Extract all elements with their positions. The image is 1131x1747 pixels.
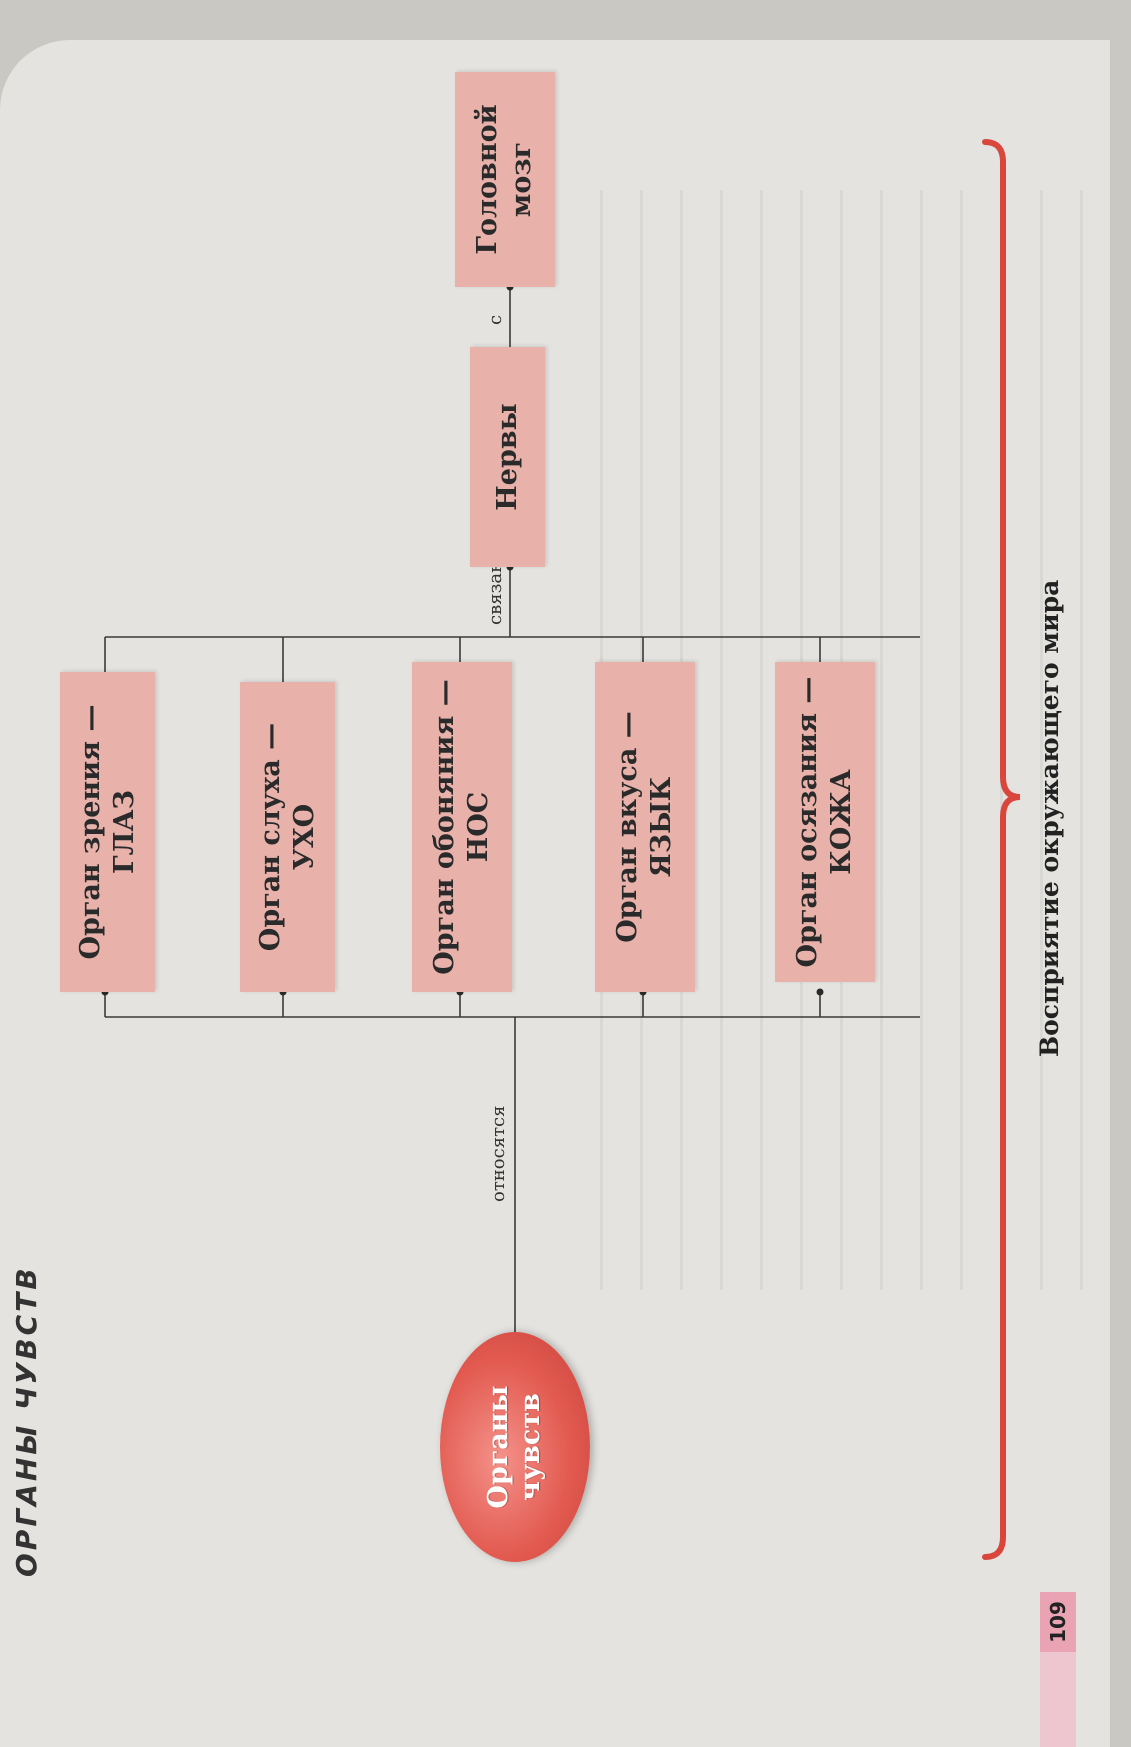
organ-box-nose: Орган обоняния — НОС (412, 662, 512, 992)
organ-label-nose: Орган обоняния — НОС (429, 679, 494, 975)
sense-organs-label: Органы чувств (483, 1385, 546, 1509)
perception-caption: Восприятие окружающего мира (1035, 579, 1064, 1057)
organ-label-tongue: Орган вкуса — ЯЗЫК (612, 711, 677, 943)
organ-box-skin: Орган осязания — КОЖА (775, 662, 875, 982)
connector-lines (101, 139, 1021, 1560)
brain-box: Головной мозг (455, 72, 555, 287)
organ-label-eye: Орган зрения — ГЛАЗ (74, 704, 140, 960)
organ-label-ear: Орган слуха — УХО (254, 722, 320, 952)
nerves-label: Нервы (491, 403, 523, 511)
organ-box-ear: Орган слуха — УХО (240, 682, 335, 992)
page-number-strip (1040, 1652, 1076, 1747)
brain-label: Головной мозг (472, 104, 537, 255)
diagram-rotated-layer: ОРГАНЫ ЧУВСТВ Органы чувств относятся св… (0, 40, 1131, 1747)
nerves-box: Нервы (470, 347, 545, 567)
organ-label-skin: Орган осязания — КОЖА (792, 676, 857, 968)
sense-organs-node: Органы чувств (440, 1332, 590, 1562)
organ-box-eye: Орган зрения — ГЛАЗ (60, 672, 155, 992)
page-header: ОРГАНЫ ЧУВСТВ (10, 1265, 43, 1577)
page-number: 109 (1040, 1592, 1076, 1652)
organ-box-tongue: Орган вкуса — ЯЗЫК (595, 662, 695, 992)
connector-belong-label: относятся (488, 1105, 509, 1202)
connector-with-label: с (485, 314, 506, 325)
